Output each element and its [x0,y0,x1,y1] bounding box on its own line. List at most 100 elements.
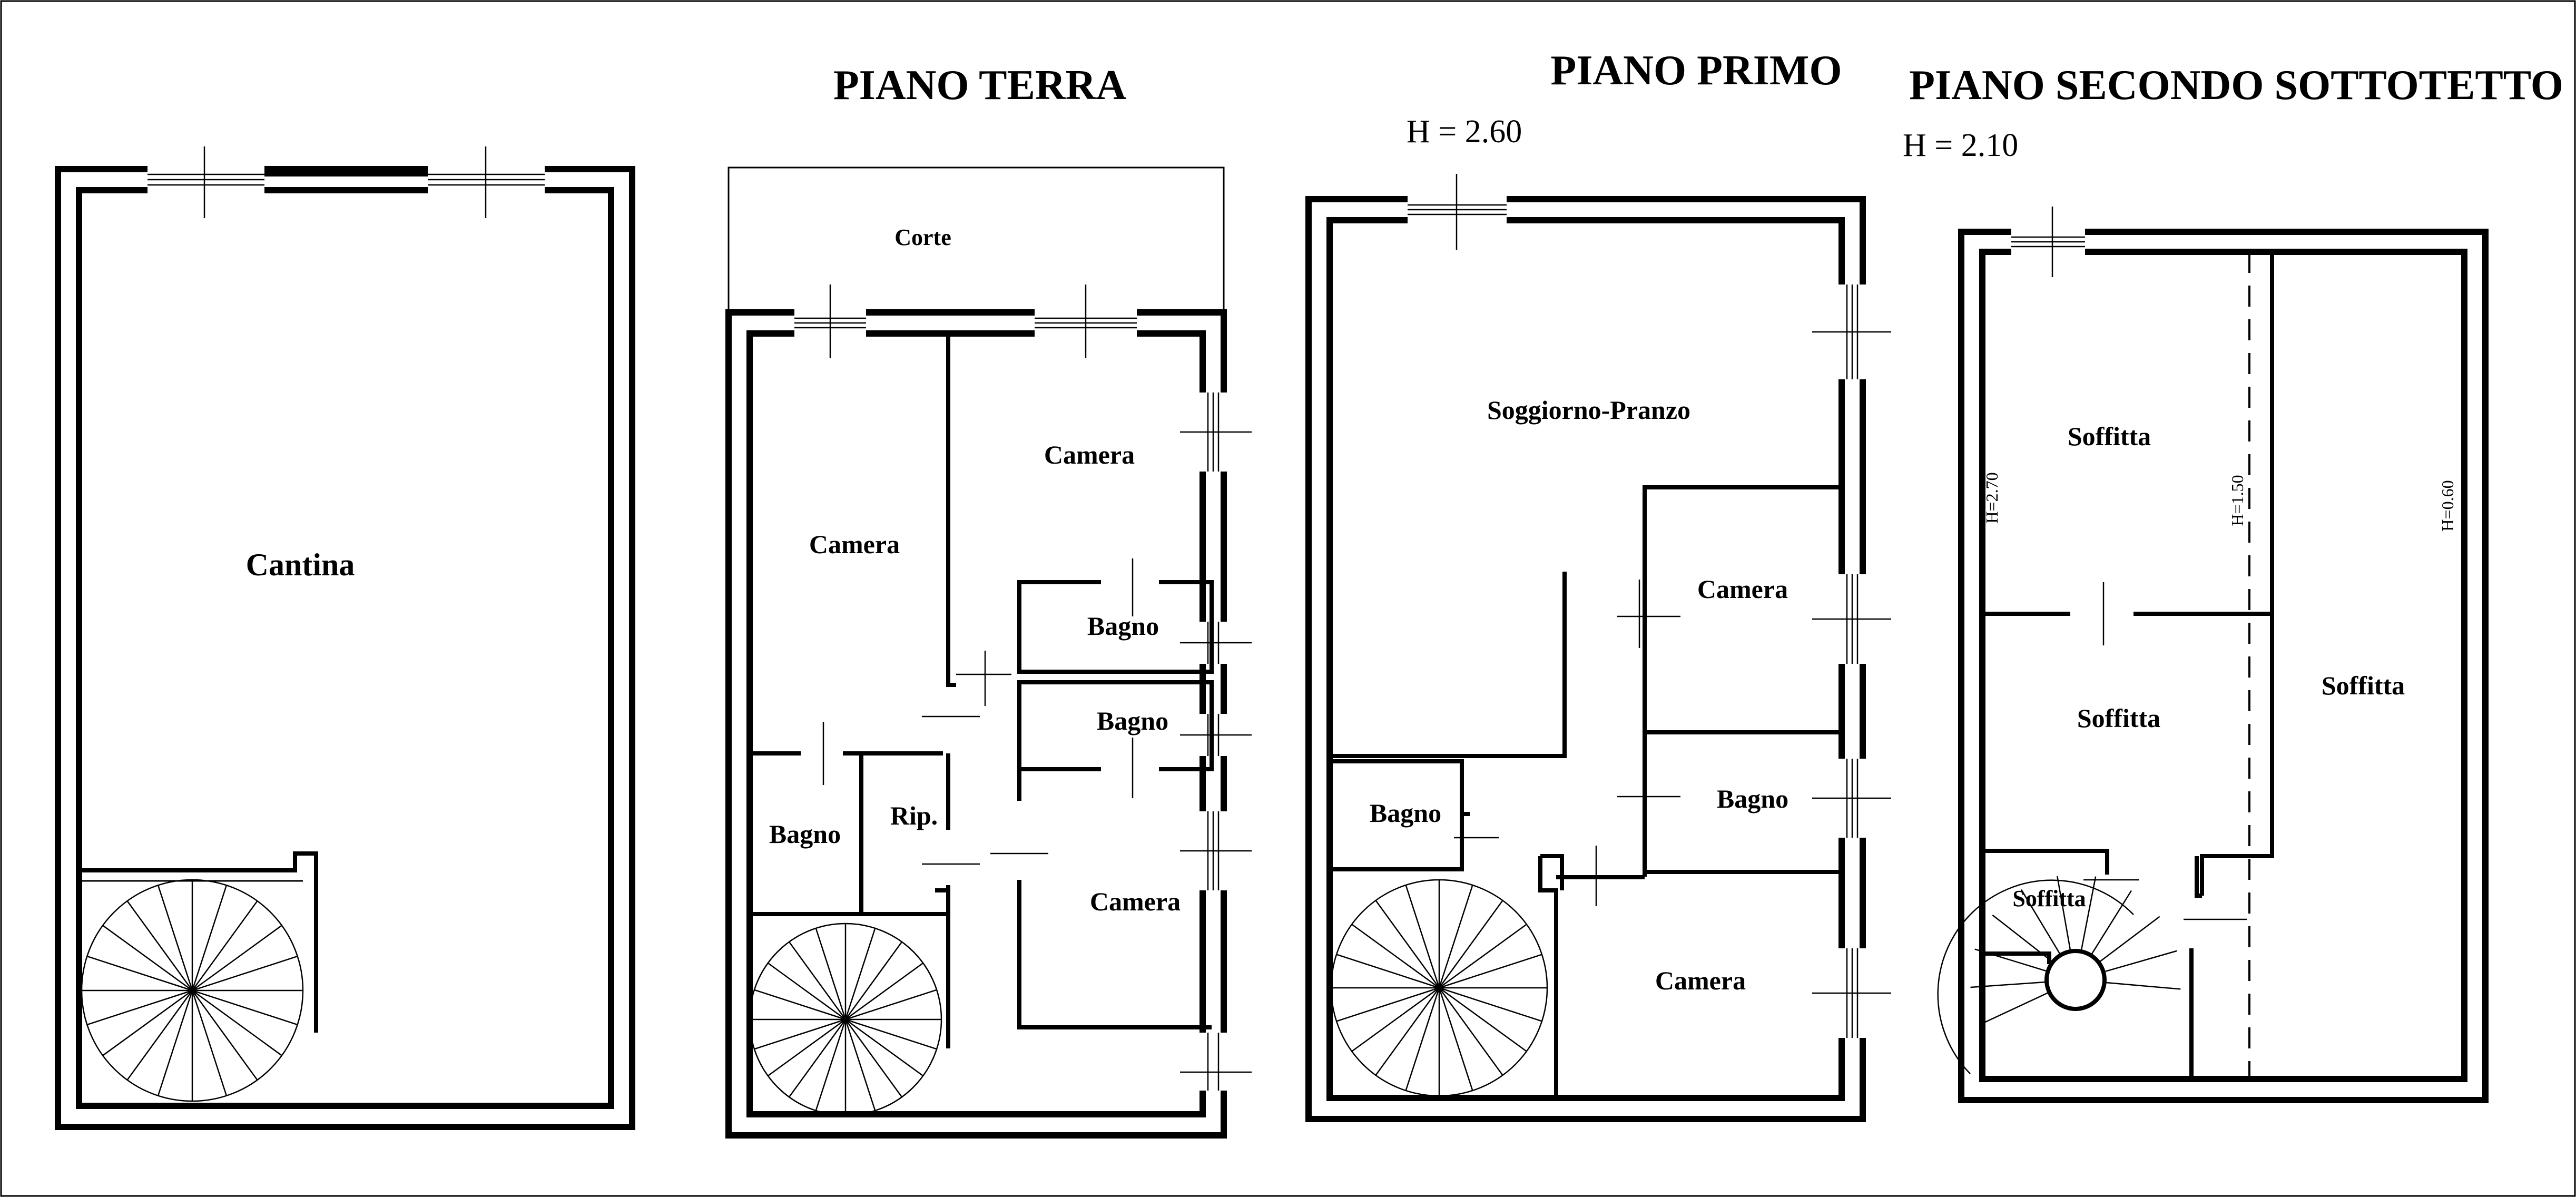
ground-window-right-5 [1180,1033,1252,1091]
stair-tread [126,990,193,1081]
stair-tread [126,900,193,991]
stair-tread [1405,885,1440,988]
basement-inner-wall [76,187,614,1109]
stair-tread [1439,954,1542,989]
second-inner-wall [1979,249,2467,1082]
stair-tread [192,989,298,1026]
ground-floor-title: PIANO TERRA [833,62,1127,109]
room-ground-bagno-2: Bagno [1097,706,1168,735]
stair-tread [192,955,298,992]
ground-room-camera-bottom [1017,769,1212,1029]
stair-tread [1438,987,1473,1091]
stair-tread [844,1019,876,1111]
basement-plan: Cantina [55,146,635,1130]
ground-floor-plan: PIANO TERRA Corte [725,62,1252,1139]
stair-tread [1405,987,1440,1091]
stair-tread [844,941,902,1020]
stair-tread [1980,992,2050,1025]
stair-tread [102,989,193,1056]
stair-tread [2104,982,2181,990]
stair-tread [815,1019,847,1111]
stair-tread [1351,924,1440,989]
room-first-camera-mid: Camera [1697,574,1788,604]
room-second-soffitta-mid: Soffitta [2077,703,2160,733]
stair-tread [815,928,847,1020]
stair-tread [1438,900,1503,988]
room-first-bagno-right: Bagno [1717,784,1788,813]
stair-tread [2080,876,2097,952]
stair-tread [789,1019,847,1097]
ground-door-marks [822,558,1159,865]
room-first-bagno-left: Bagno [1370,798,1441,828]
room-second-soffitta-right: Soffitta [2322,671,2405,700]
stair-tread [1375,987,1440,1076]
stair-tread [191,900,258,991]
stair-tread [157,885,193,991]
stair-tread [1351,987,1440,1052]
second-outer-wall [1958,229,2489,1103]
stair-tread [102,925,193,992]
basement-stair-partition [79,851,318,1033]
room-ground-rip: Rip. [890,801,938,830]
basement-outer-wall [55,166,635,1130]
stair-tread [1439,924,1527,989]
stair-tread [1336,987,1440,1022]
stair-tread [845,1018,923,1076]
first-wall-camera-left [1643,485,1842,877]
stair-tread [845,989,937,1021]
stair-tread [1439,987,1527,1052]
room-ground-camera-left: Camera [809,529,900,559]
stair-tread [1970,981,2047,988]
room-ground-camera-bottom-right: Camera [1090,887,1181,916]
stair-core [2044,949,2107,1011]
room-first-soggiorno: Soggiorno-Pranzo [1487,395,1690,425]
basement-spiral-stair [81,879,304,1102]
stair-tread [2098,916,2160,963]
second-window-top [2011,207,2085,277]
second-floor-plan: PIANO SECONDO SOTTOTETTO H = 2.10 Soffit… [1903,62,2563,1103]
stair-tread [768,1018,846,1076]
stair-tread [157,990,193,1096]
stair-tread [1974,948,2048,973]
stair-tread [1439,987,1542,1022]
ground-window-top-right [1035,284,1137,358]
first-inner-wall [1326,217,1845,1101]
stair-tread [844,928,876,1020]
first-door-marks [1454,580,1680,906]
basement-window-left [148,146,264,218]
stair-tread [844,1019,902,1097]
ceiling-height-label-2: H=1.50 [2228,475,2247,526]
stair-tread [192,925,282,992]
second-floor-height: H = 2.10 [1903,127,2018,163]
stair-tread [191,990,228,1096]
stair-tread [2020,889,2061,956]
second-wall-stair-top [1982,951,2051,964]
first-outer-wall [1305,196,1866,1122]
basement-window-right [428,146,545,218]
stair-tread [1375,900,1440,988]
stair-tread [2057,876,2071,952]
first-window-right-4 [1812,948,1891,1038]
stair-tread [191,990,258,1081]
ground-window-right-1 [1180,393,1252,472]
room-ground-bagno-left: Bagno [769,819,841,849]
ground-window-top-left [794,284,866,358]
second-door-marks [2083,582,2247,920]
first-spiral-stair [1330,879,1548,1097]
first-window-right-1 [1812,284,1891,379]
stair-tread [191,885,228,991]
ground-spiral-stair [749,923,942,1116]
first-floor-title: PIANO PRIMO [1550,47,1842,94]
ground-window-right-4 [1180,811,1252,890]
ceiling-height-label-1: H=2.70 [1982,472,2001,523]
ground-window-right-3 [1180,714,1252,756]
stair-tread [1336,954,1440,989]
ground-wall-bagno-rip [859,753,950,914]
stair-outline [1937,879,2134,1074]
first-window-right-3 [1812,759,1891,838]
first-wall-stair [1538,856,1558,1098]
ground-window-right-2 [1180,622,1252,664]
room-first-camera-bottom: Camera [1655,966,1746,995]
second-floor-title: PIANO SECONDO SOTTOTETTO [1909,62,2563,109]
